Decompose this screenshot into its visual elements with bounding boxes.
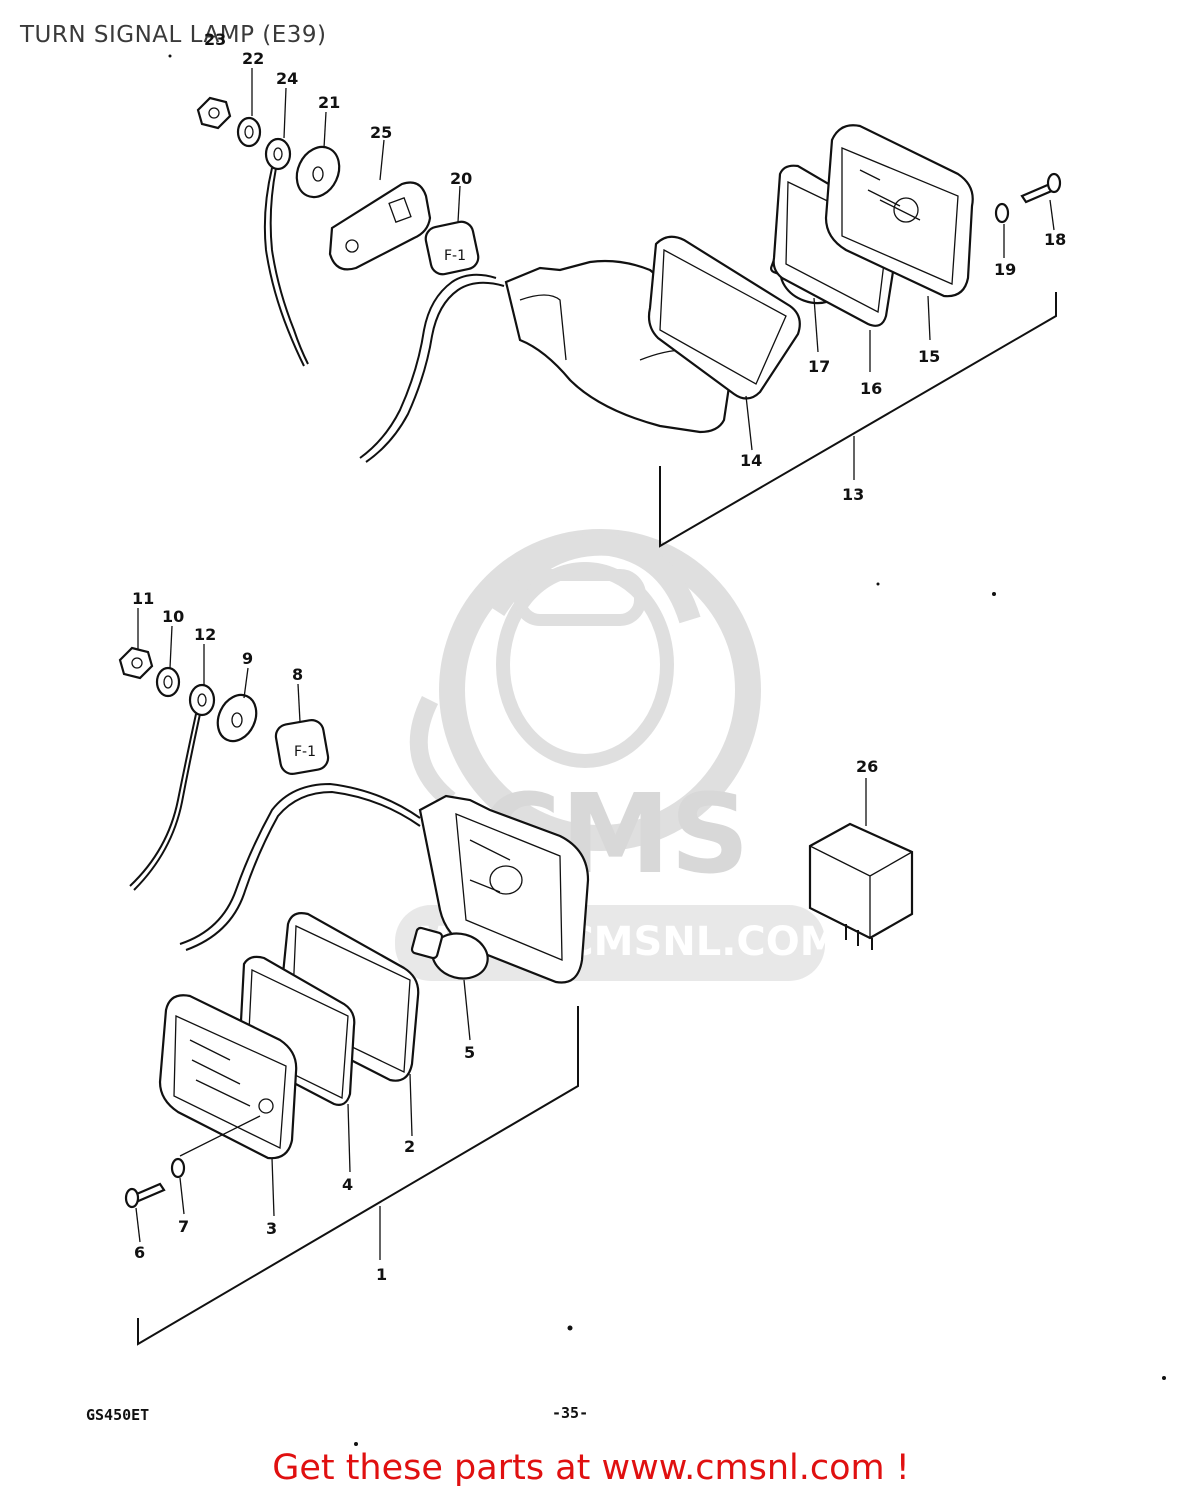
grommet-part: F-1 [424, 220, 480, 276]
diagram-title: TURN SIGNAL LAMP (E39) [20, 22, 327, 48]
nut-part [196, 96, 232, 130]
part-number-12: 12 [194, 625, 216, 644]
ground-wire-part [129, 683, 216, 891]
part-number-16: 16 [860, 379, 882, 398]
part-number-25: 25 [370, 123, 392, 142]
part-number-8: 8 [292, 665, 303, 684]
footer-link-text[interactable]: Get these parts at www.cmsnl.com ! [272, 1448, 910, 1488]
part-number-10: 10 [162, 607, 184, 626]
grommet-part: F-1 [274, 719, 330, 775]
lower-turn-signal-assembly: F-1 [118, 646, 914, 1346]
part-number-22: 22 [242, 49, 264, 68]
flasher-relay-part [808, 822, 914, 950]
washer-part [216, 693, 258, 743]
lower-leader-lines [135, 608, 867, 1260]
lens-part [158, 994, 298, 1160]
upper-turn-signal-assembly: F-1 [196, 96, 1062, 548]
part-number-13: 13 [842, 485, 864, 504]
part-number-19: 19 [994, 260, 1016, 279]
part-number-4: 4 [342, 1175, 353, 1194]
part-number-14: 14 [740, 451, 762, 470]
lock-washer-part [155, 666, 181, 698]
page-number: -35- [552, 1404, 589, 1422]
bracket-part [328, 181, 432, 271]
part-number-23: 23 [204, 30, 226, 49]
ground-wire-part [263, 137, 309, 367]
part-number-26: 26 [856, 757, 878, 776]
part-number-11: 11 [132, 589, 154, 608]
part-number-1: 1 [376, 1265, 387, 1284]
part-number-17: 17 [808, 357, 830, 376]
nut-part [118, 646, 154, 680]
lock-washer-part [236, 116, 262, 148]
model-code: GS450ET [86, 1406, 150, 1424]
part-number-3: 3 [266, 1219, 277, 1238]
lens-part [824, 124, 974, 298]
part-number-labels: 23 22 24 21 25 20 18 19 15 16 17 14 13 1… [132, 30, 1066, 1284]
part-number-24: 24 [276, 69, 298, 88]
part-number-7: 7 [178, 1217, 189, 1236]
upper-leader-lines [251, 68, 1055, 480]
part-number-9: 9 [242, 649, 253, 668]
svg-text:F-1: F-1 [444, 248, 466, 264]
part-number-20: 20 [450, 169, 472, 188]
scan-specks [168, 54, 1166, 1446]
screw-part [1020, 172, 1062, 204]
bulb-part [410, 926, 489, 980]
svg-text:F-1: F-1 [294, 744, 316, 760]
part-number-2: 2 [404, 1137, 415, 1156]
washer-part [295, 145, 341, 199]
part-number-5: 5 [464, 1043, 475, 1062]
gasket-part [647, 235, 801, 400]
washer-small-part [170, 1157, 186, 1179]
part-number-6: 6 [134, 1243, 145, 1262]
part-number-15: 15 [918, 347, 940, 366]
part-number-18: 18 [1044, 230, 1066, 249]
screw-part [124, 1182, 166, 1209]
part-number-21: 21 [318, 93, 340, 112]
lens-gasket-part [772, 164, 900, 327]
washer-small-part [994, 202, 1010, 224]
